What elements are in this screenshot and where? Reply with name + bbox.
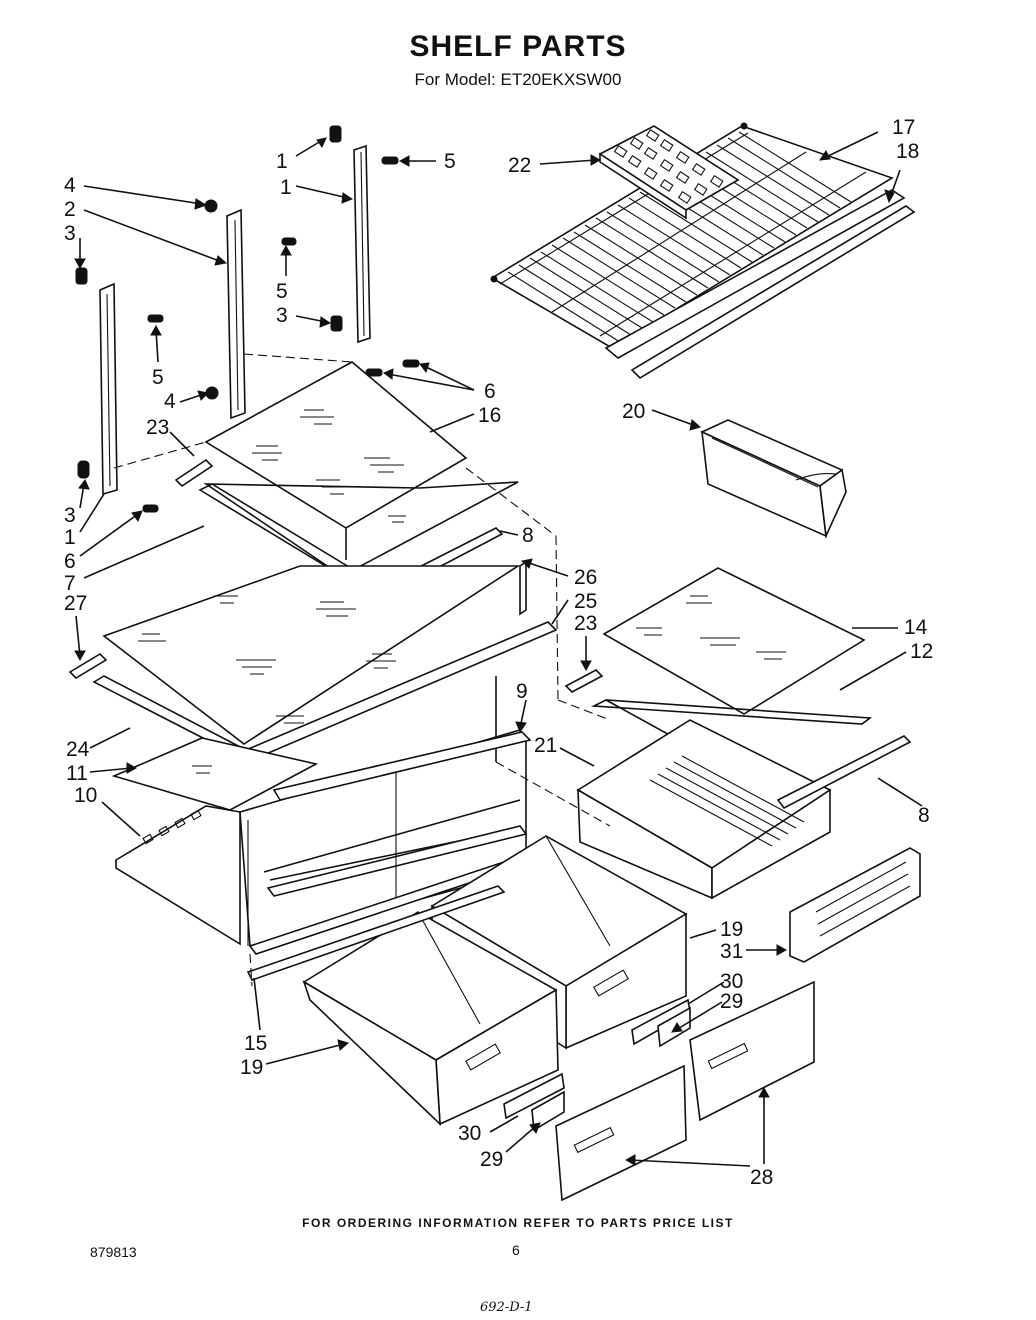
right-glass-shelf-14 bbox=[602, 567, 866, 715]
callout-24: 24 bbox=[66, 738, 90, 761]
shelf-rail-trim-8-lower bbox=[776, 735, 912, 810]
callout-25: 25 bbox=[574, 590, 597, 613]
callout-19-right: 19 bbox=[720, 918, 743, 941]
callout-21: 20 bbox=[622, 400, 645, 423]
callout-22: 22 bbox=[508, 154, 531, 177]
crisper-cover-panel-31 bbox=[789, 847, 921, 963]
freezer-shelf-front-trim bbox=[604, 189, 916, 380]
callout-1-top: 1 bbox=[280, 176, 292, 199]
door-bin bbox=[700, 419, 847, 539]
callout-20: 21 bbox=[534, 734, 557, 757]
callout-17: 17 bbox=[892, 116, 915, 139]
callout-29-right: 29 bbox=[720, 990, 743, 1013]
callout-3-lower-left: 3 bbox=[64, 504, 76, 527]
ice-cube-tray bbox=[598, 125, 740, 220]
callout-7: 7 bbox=[64, 572, 76, 595]
upper-shelf-frame bbox=[174, 458, 519, 577]
callout-3-middle: 3 bbox=[276, 304, 288, 327]
glass-shelf-11 bbox=[111, 737, 319, 811]
shelf-support-rail-1-front-left bbox=[75, 267, 164, 513]
callout-4-upper: 4 bbox=[64, 174, 76, 197]
leader-lines bbox=[74, 131, 923, 1167]
callout-23-upper: 23 bbox=[146, 416, 169, 439]
callout-18: 18 bbox=[896, 140, 919, 163]
crisper-divider-trim-10 bbox=[272, 731, 532, 801]
callout-4-lower: 4 bbox=[164, 390, 176, 413]
callout-28: 28 bbox=[750, 1166, 773, 1189]
callout-6-upper: 6 bbox=[484, 380, 496, 403]
crisper-front-trim-15 bbox=[246, 885, 506, 981]
callout-29-left: 29 bbox=[480, 1148, 503, 1171]
callout-labels: 1 5 1 4 2 3 5 3 5 4 6 16 23 3 1 6 7 8 26… bbox=[64, 116, 933, 1189]
callout-30-right: 30 bbox=[720, 970, 743, 993]
lower-shelf-frame bbox=[68, 560, 558, 762]
shelf-support-rail-1-rear-right bbox=[329, 125, 420, 377]
page-number: 6 bbox=[512, 1242, 520, 1258]
callout-16: 16 bbox=[478, 404, 501, 427]
callout-23-right: 23 bbox=[574, 612, 597, 635]
lower-glass-shelf bbox=[102, 565, 521, 745]
callout-1-lower-left: 1 bbox=[64, 526, 76, 549]
alignment-dashed-lines bbox=[113, 353, 611, 987]
callout-26: 26 bbox=[574, 566, 597, 589]
callout-15: 15 bbox=[244, 1032, 267, 1055]
callout-9: 10 bbox=[74, 784, 97, 807]
callout-8-lower: 8 bbox=[918, 804, 930, 827]
callout-14: 14 bbox=[904, 616, 928, 639]
callout-31: 31 bbox=[720, 940, 743, 963]
handwritten-code: 692-D-1 bbox=[480, 1300, 533, 1315]
callout-2: 2 bbox=[64, 198, 76, 221]
callout-30-left: 30 bbox=[458, 1122, 481, 1145]
callout-12: 12 bbox=[910, 640, 933, 663]
callout-3-top: 1 bbox=[276, 150, 288, 173]
callout-5-middle: 5 bbox=[276, 280, 288, 303]
crisper-cover-frame bbox=[115, 729, 528, 955]
page-title: SHELF PARTS bbox=[409, 30, 627, 63]
drawer-handle-upper bbox=[631, 998, 691, 1048]
drawer-front-left-28 bbox=[555, 1064, 687, 1202]
upper-glass-shelf bbox=[204, 361, 468, 529]
callout-10: 9 bbox=[516, 680, 528, 703]
callout-27: 27 bbox=[64, 592, 87, 615]
document-number: 879813 bbox=[90, 1244, 137, 1260]
drawer-front-right-28 bbox=[689, 980, 815, 1122]
callout-8-upper: 8 bbox=[522, 524, 534, 547]
shelf-support-rail-2-middle bbox=[204, 199, 297, 420]
callout-5-top: 5 bbox=[444, 150, 456, 173]
callout-6-lower-left: 6 bbox=[64, 550, 76, 573]
model-subtitle: For Model: ET20EKXSW00 bbox=[414, 70, 622, 89]
callout-5-left: 5 bbox=[152, 366, 164, 389]
meat-pan-20 bbox=[576, 719, 832, 900]
ordering-info-note: FOR ORDERING INFORMATION REFER TO PARTS … bbox=[302, 1216, 734, 1230]
callout-3-left-upper: 3 bbox=[64, 222, 76, 245]
callout-19-left: 19 bbox=[240, 1056, 263, 1079]
callout-11: 11 bbox=[66, 762, 88, 785]
drawer-handle-lower bbox=[503, 1072, 565, 1132]
